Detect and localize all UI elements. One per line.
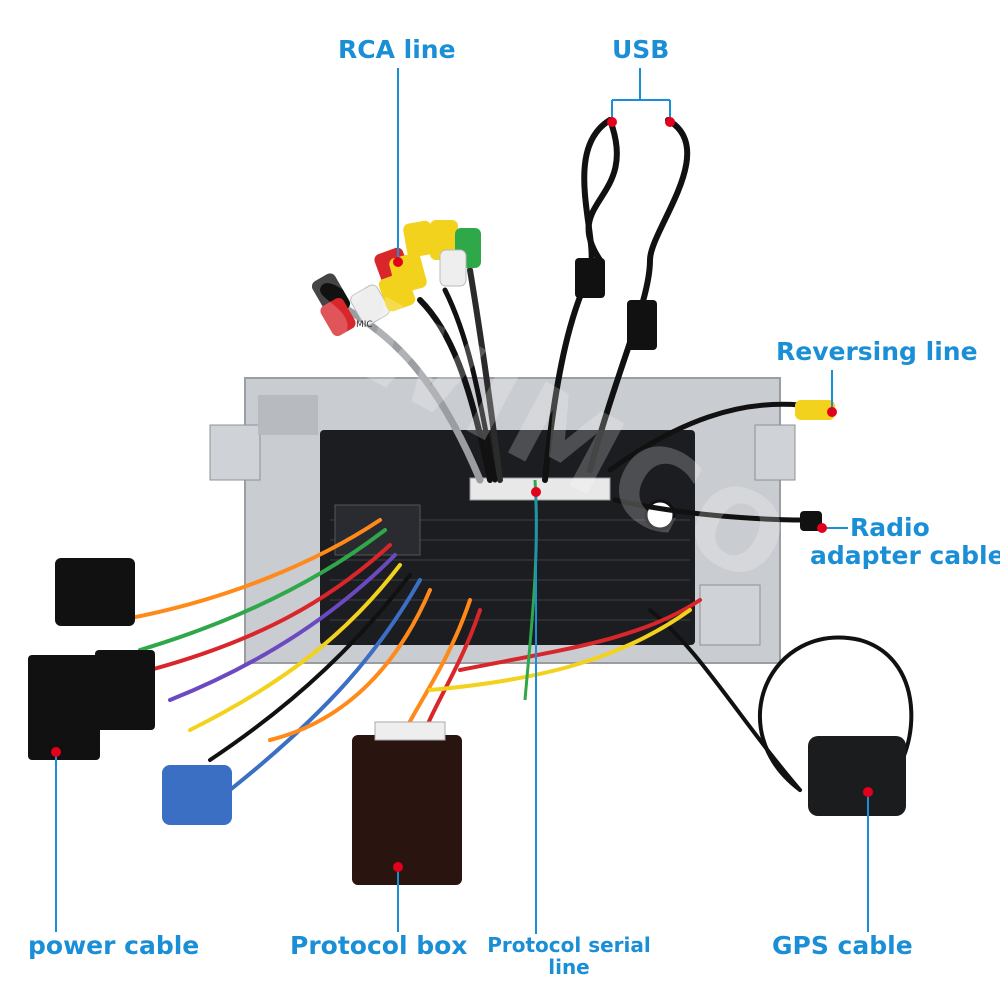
marker-gps	[863, 787, 873, 797]
protocol-box-body	[352, 735, 462, 885]
usb-connector-2	[627, 300, 657, 350]
usb-label: USB	[612, 35, 670, 64]
reversing-cable	[607, 401, 803, 473]
power-cable-label: power cable	[28, 931, 200, 960]
marker-radio	[817, 523, 827, 533]
gps-antenna	[808, 736, 906, 816]
marker-protocol-box	[393, 862, 403, 872]
marker-power	[51, 747, 61, 757]
marker-usb-left	[607, 117, 617, 127]
protocol-serial-label-line2: line	[548, 955, 590, 979]
marker-usb-right	[665, 117, 675, 127]
radio-adapter-cable	[612, 497, 808, 523]
mic-tag: MIC	[356, 320, 373, 330]
radio-adapter-plug	[800, 511, 822, 531]
marker-reversing	[827, 407, 837, 417]
usb-connector-1	[575, 258, 605, 298]
power-harness-wires	[118, 518, 702, 792]
protocol-box-connector	[374, 721, 446, 741]
reversing-line-label: Reversing line	[776, 337, 978, 366]
red-markers	[51, 117, 873, 872]
protocol-serial-line-label: Protocol serial line	[484, 934, 654, 978]
blue-connector	[162, 765, 232, 825]
radio-adapter-label-line2: adapter cable	[810, 540, 1000, 570]
protocol-box-label: Protocol box	[290, 931, 468, 960]
protocol-serial-label-line1: Protocol serial	[487, 933, 651, 957]
rca-plugs	[311, 220, 481, 337]
power-module	[28, 655, 100, 760]
radio-adapter-label-line1: Radio	[850, 513, 930, 542]
harness-connector-top	[55, 558, 135, 626]
marker-rca	[393, 257, 403, 267]
harness-connector-mid	[95, 650, 155, 730]
rca-cable-bundle	[336, 267, 503, 484]
reversing-rca-plug	[795, 400, 835, 420]
rca-line-label: RCA line	[338, 35, 456, 64]
marker-protocol-serial	[531, 487, 541, 497]
pointer-lines	[55, 68, 869, 934]
gps-cable-label: GPS cable	[772, 931, 913, 960]
radio-adapter-cable-label: Radio adapter cable	[810, 514, 1000, 569]
